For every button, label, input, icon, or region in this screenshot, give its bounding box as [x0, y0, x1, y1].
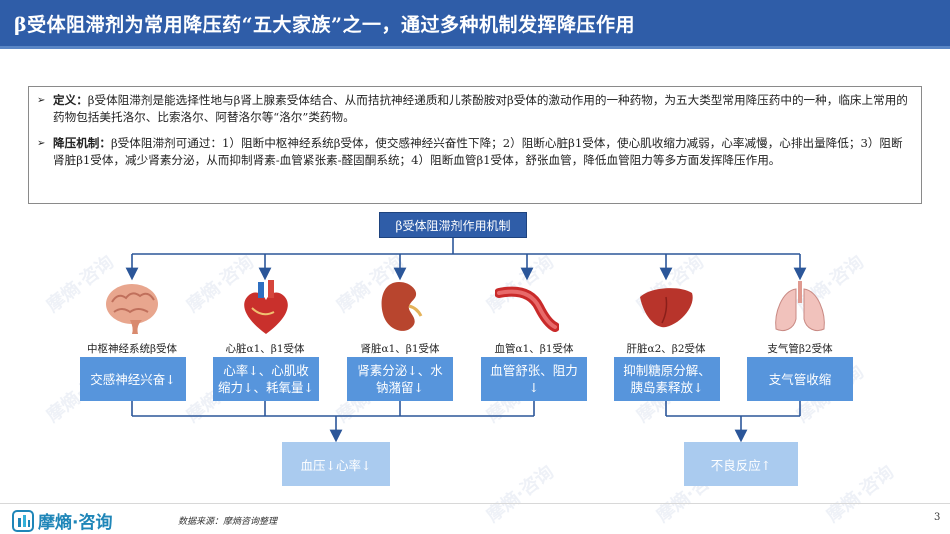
effect-box-kidney: 肾素分泌↓、水 钠潴留↓ [347, 357, 453, 401]
effect-box-bronchus: 支气管收缩 [747, 357, 853, 401]
effect-text: ↓ [528, 380, 540, 395]
effect-text: 心率↓、心肌收 [223, 363, 309, 378]
definition-item: ➢ 定义：β受体阻滞剂是能选择性地与β肾上腺素受体结合、从而拮抗神经递质和儿茶酚… [37, 92, 911, 126]
receptor-label-kidney: 肾脏α1、β1受体 [360, 343, 440, 355]
blood-vessel-icon [495, 276, 559, 340]
page-number: 3 [934, 512, 941, 523]
definition-text: β受体阻滞剂是能选择性地与β肾上腺素受体结合、从而拮抗神经递质和儿茶酚胺对β受体… [53, 93, 908, 124]
receptor-label-cns: 中枢神经系统β受体 [86, 343, 178, 355]
company-logo: 摩熵·咨询 [12, 508, 112, 533]
effect-text: 抑制糖原分解、 [623, 363, 711, 378]
receptor-label-vessel: 血管α1、β1受体 [494, 343, 574, 355]
result-box-blood-pressure: 血压↓心率↓ [282, 442, 390, 486]
logo-mark-icon [12, 509, 34, 532]
effect-box-cns: 交感神经兴奋↓ [80, 357, 186, 401]
effect-box-vessel: 血管舒张、阻力 ↓ [481, 357, 587, 401]
effect-text: 缩力↓、耗氧量↓ [218, 380, 314, 395]
brain-icon [100, 276, 164, 340]
result-box-adverse-reactions: 不良反应↑ [684, 442, 798, 486]
slide-header: β受体阻滞剂为常用降压药“五大家族”之一，通过多种机制发挥降压作用 [0, 0, 950, 46]
liver-icon [634, 276, 698, 340]
heart-icon [234, 276, 298, 340]
mechanism-text: β受体阻滞剂可通过：1）阻断中枢神经系统β受体，使交感神经兴奋性下降；2）阻断心… [53, 136, 903, 167]
logo-text: 摩熵·咨询 [38, 513, 113, 533]
effect-box-liver: 抑制糖原分解、 胰岛素释放↓ [614, 357, 720, 401]
effect-text: 血管舒张、阻力 [490, 363, 578, 378]
definition-box: ➢ 定义：β受体阻滞剂是能选择性地与β肾上腺素受体结合、从而拮抗神经递质和儿茶酚… [28, 86, 922, 204]
receptor-label-liver: 肝脏α2、β2受体 [626, 343, 706, 355]
header-accent-bar [0, 46, 950, 49]
effect-text: 交感神经兴奋↓ [90, 371, 176, 387]
effect-text: 钠潴留↓ [376, 380, 424, 395]
mechanism-item: ➢ 降压机制：β受体阻滞剂可通过：1）阻断中枢神经系统β受体，使交感神经兴奋性下… [37, 135, 911, 169]
receptor-label-heart: 心脏α1、β1受体 [225, 343, 305, 355]
effect-text: 胰岛素释放↓ [630, 380, 704, 395]
mechanism-label: 降压机制： [53, 136, 111, 150]
slide-title: β受体阻滞剂为常用降压药“五大家族”之一，通过多种机制发挥降压作用 [14, 13, 635, 36]
diagram-title: β受体阻滞剂作用机制 [379, 212, 527, 238]
kidney-icon [368, 276, 432, 340]
effect-text: 肾素分泌↓、水 [357, 363, 443, 378]
arrow-bullet-icon: ➢ [37, 95, 46, 106]
arrow-bullet-icon: ➢ [37, 138, 46, 149]
lungs-icon [768, 276, 832, 340]
footer-divider [0, 503, 950, 504]
effect-box-heart: 心率↓、心肌收 缩力↓、耗氧量↓ [213, 357, 319, 401]
receptor-label-bronchus: 支气管β2受体 [767, 343, 833, 355]
effect-text: 支气管收缩 [768, 371, 832, 387]
definition-label: 定义： [53, 93, 88, 107]
data-source: 数据来源：摩熵咨询整理 [178, 517, 278, 527]
